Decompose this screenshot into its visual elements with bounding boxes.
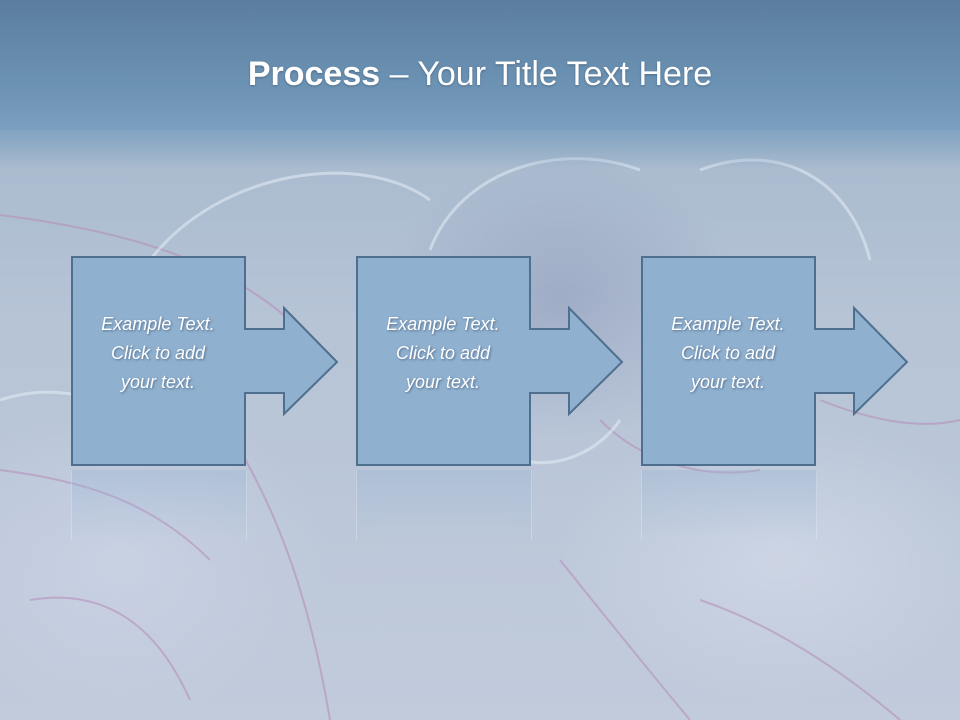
slide-title-bold: Process <box>247 55 381 93</box>
process-step-1[interactable]: Example Text. Click to add your text. <box>71 256 343 470</box>
step-text-line: your text. <box>405 372 481 392</box>
step-text-line: Click to add <box>110 343 206 363</box>
process-step-2[interactable]: Example Text. Click to add your text. <box>356 256 628 470</box>
process-arrow-shape <box>356 256 624 466</box>
step-text-line: Click to add <box>680 343 776 363</box>
process-arrow-shape <box>71 256 339 466</box>
step-reflection <box>71 470 247 540</box>
step-reflection <box>356 470 532 540</box>
step-text[interactable]: Example Text. Click to add your text. <box>641 310 815 397</box>
step-text-line: your text. <box>690 372 766 392</box>
step-text-line: Example Text. <box>671 314 785 334</box>
title-bar <box>0 0 960 130</box>
step-text-line: Example Text. <box>101 314 215 334</box>
step-text-line: Click to add <box>395 343 491 363</box>
slide-title-rest: – Your Title Text Here <box>380 55 713 93</box>
step-text-line: Example Text. <box>386 314 500 334</box>
process-arrow-shape <box>641 256 909 466</box>
step-text[interactable]: Example Text. Click to add your text. <box>356 310 530 397</box>
slide-title[interactable]: Process – Your Title Text Here <box>0 50 960 98</box>
step-text[interactable]: Example Text. Click to add your text. <box>71 310 245 397</box>
title-bar-fade <box>0 130 960 170</box>
step-text-line: your text. <box>120 372 196 392</box>
process-step-3[interactable]: Example Text. Click to add your text. <box>641 256 913 470</box>
step-reflection <box>641 470 817 540</box>
